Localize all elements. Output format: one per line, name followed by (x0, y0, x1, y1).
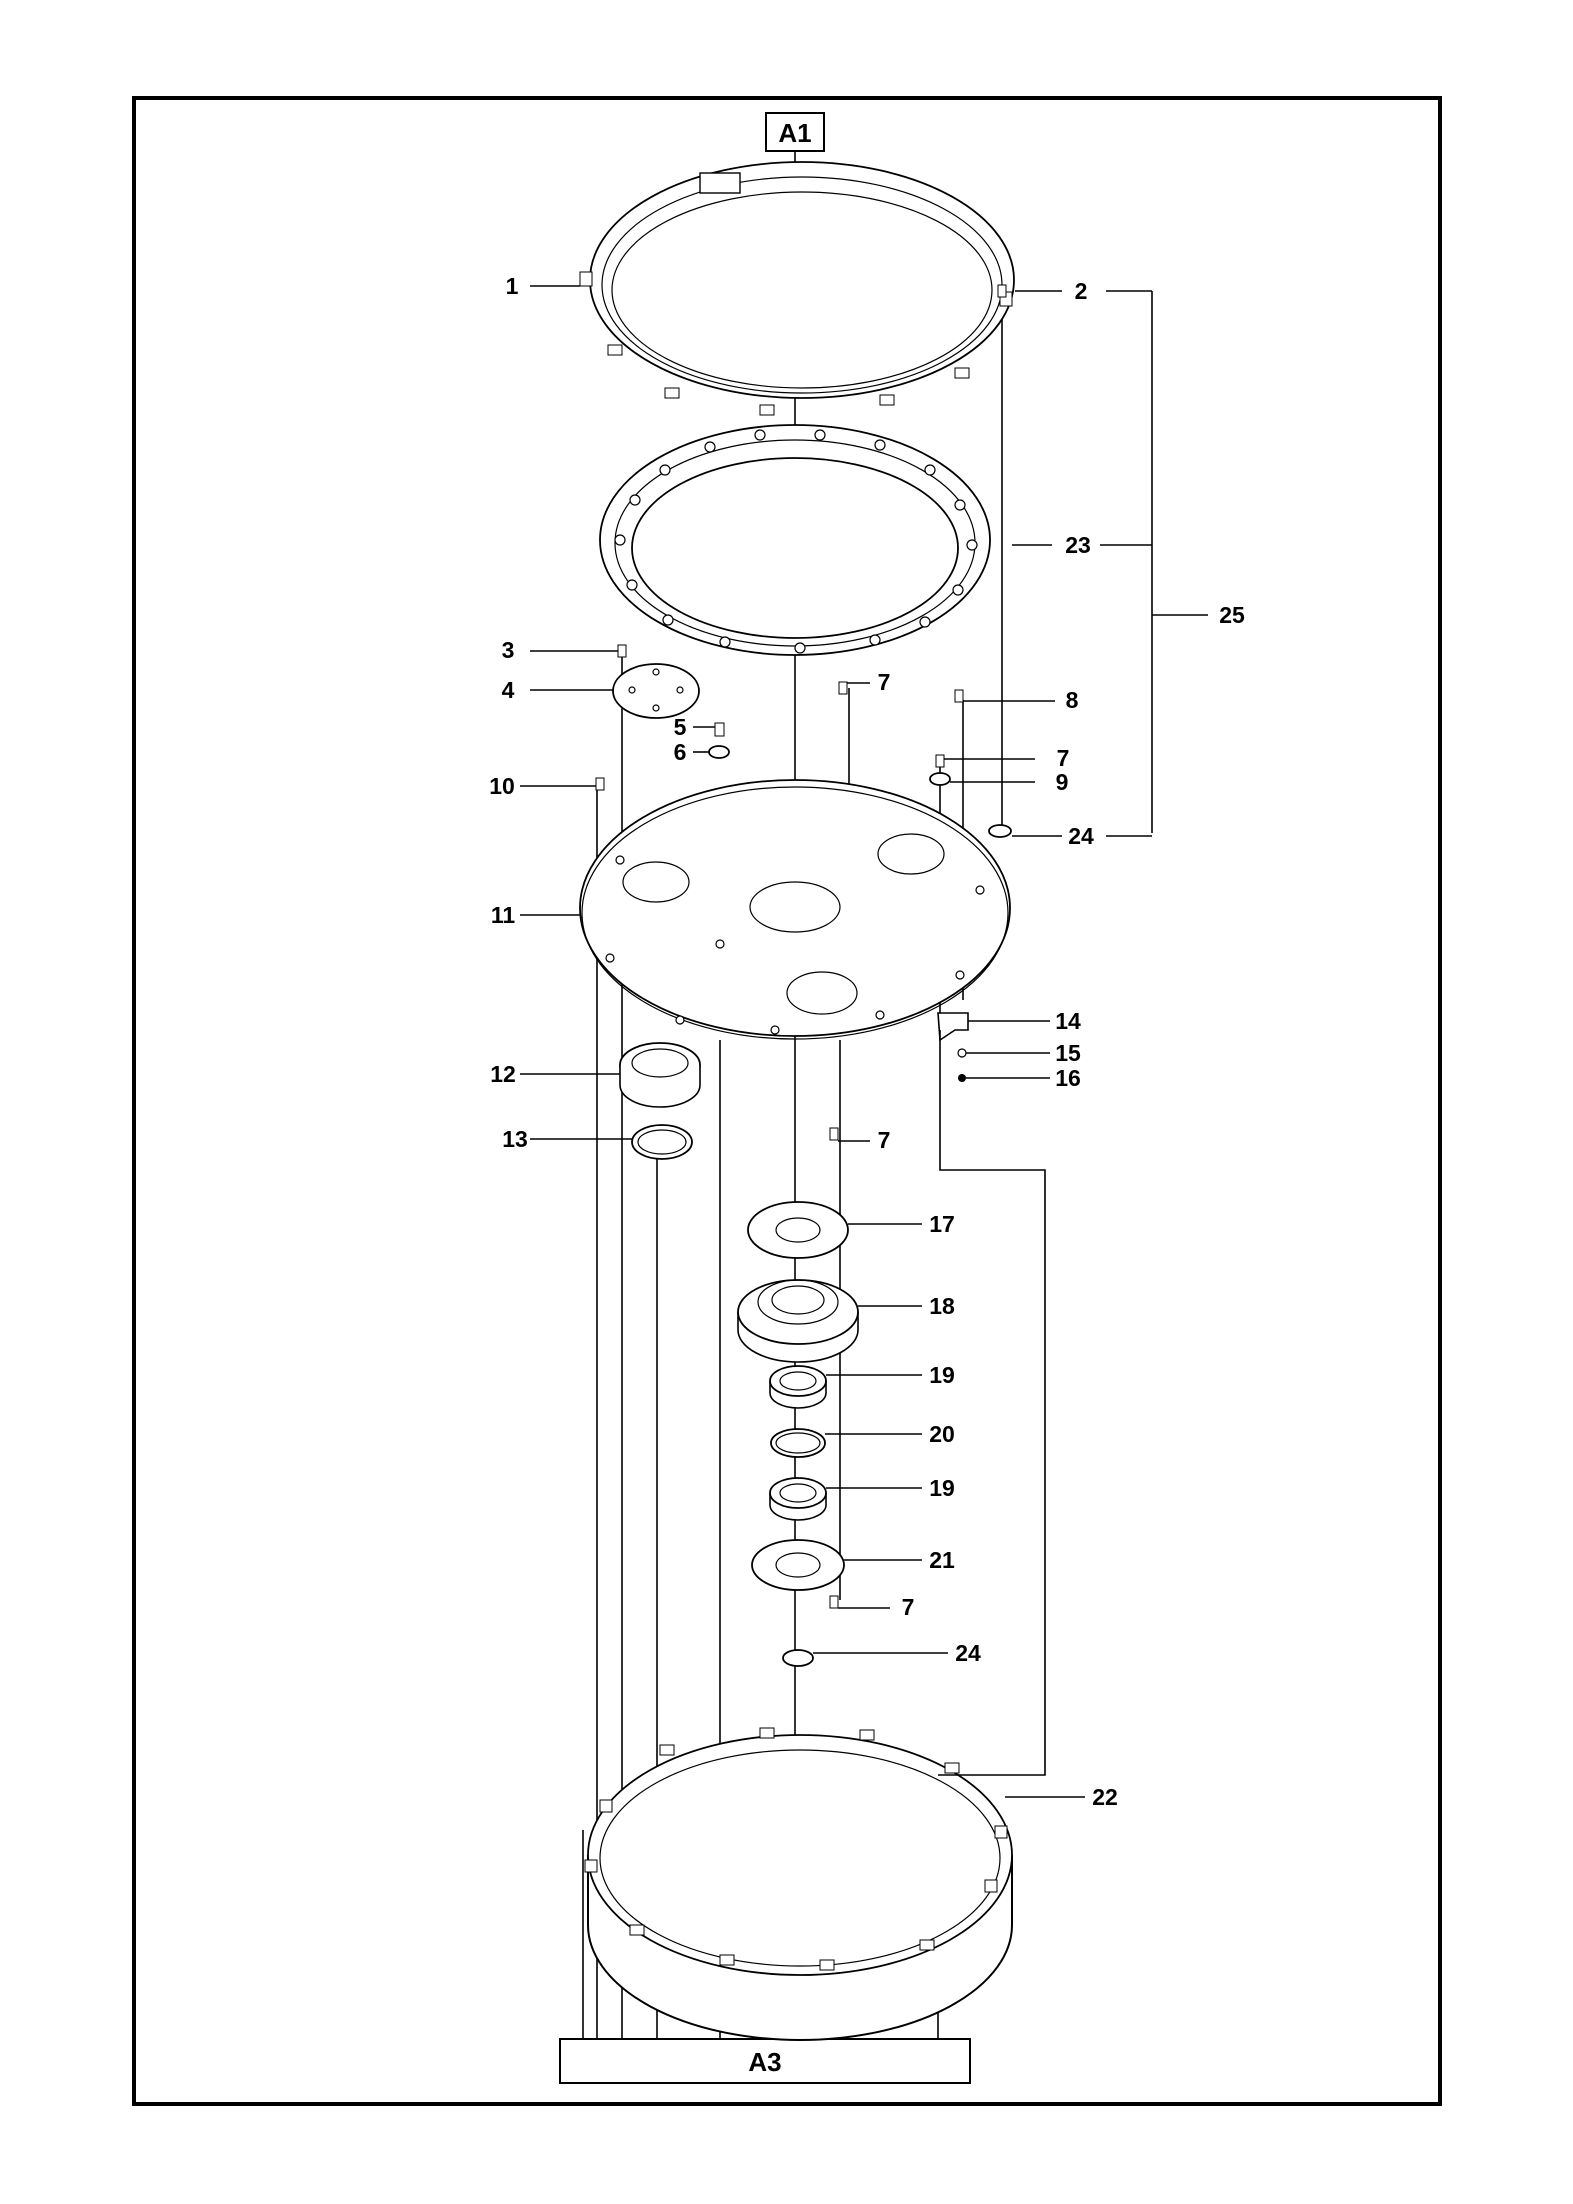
part-bearing-plate-lower (751, 1539, 845, 1591)
callout-23: 23 (1065, 532, 1091, 558)
part-bearing-plate-upper (747, 1201, 849, 1259)
part-top-ring (579, 161, 1015, 416)
callout-7-bottom: 7 (902, 1594, 915, 1620)
part-ring-spacer (770, 1428, 826, 1458)
part-o-ring (631, 1124, 693, 1160)
leader-lines (520, 285, 1208, 1798)
reference-box-top: A1 (765, 112, 825, 152)
callout-labels: 1 2 3 4 5 6 7 7 7 7 8 9 10 11 12 13 14 1… (489, 273, 1245, 1810)
callout-2: 2 (1075, 278, 1088, 304)
part-bearing-housing (737, 1279, 859, 1363)
callout-12: 12 (490, 1061, 516, 1087)
part-flange-ring (599, 424, 991, 656)
callout-7-right: 7 (1057, 745, 1070, 771)
callout-8: 8 (1066, 687, 1079, 713)
callout-7-middle: 7 (878, 1127, 891, 1153)
reference-top-label: A1 (778, 118, 811, 148)
part-bearing-lower (769, 1477, 827, 1521)
callout-7-top: 7 (878, 669, 891, 695)
callout-20: 20 (929, 1421, 955, 1447)
callout-10: 10 (489, 773, 515, 799)
part-seal-housing (619, 1042, 701, 1108)
callout-16: 16 (1055, 1065, 1081, 1091)
callout-24-lower: 24 (955, 1640, 981, 1666)
callout-18: 18 (929, 1293, 955, 1319)
callout-15: 15 (1055, 1040, 1081, 1066)
callout-5: 5 (674, 714, 687, 740)
part-housing-drum (584, 1727, 1013, 2041)
callout-9: 9 (1056, 769, 1069, 795)
callout-24-upper: 24 (1068, 823, 1094, 849)
callout-1: 1 (506, 273, 519, 299)
drawing-frame (132, 96, 1442, 2106)
callout-11: 11 (491, 902, 516, 928)
callout-6: 6 (674, 739, 687, 765)
callout-19-upper: 19 (929, 1362, 955, 1388)
callout-13: 13 (502, 1126, 528, 1152)
part-bracket (937, 1012, 969, 1082)
callout-22: 22 (1092, 1784, 1118, 1810)
part-bearing-upper (769, 1365, 827, 1409)
reference-box-bottom: A3 (559, 2038, 971, 2084)
callout-19-lower: 19 (929, 1475, 955, 1501)
part-cover-disc (612, 663, 700, 719)
reference-bottom-label: A3 (748, 2047, 781, 2077)
part-base-plate (579, 779, 1011, 1040)
callout-25: 25 (1219, 602, 1245, 628)
callout-4: 4 (502, 677, 515, 703)
bolts (595, 284, 1012, 1609)
callout-14: 14 (1055, 1008, 1081, 1034)
part-circlip (782, 1649, 814, 1667)
callout-21: 21 (929, 1547, 955, 1573)
callout-3: 3 (502, 637, 515, 663)
callout-17: 17 (929, 1211, 955, 1237)
